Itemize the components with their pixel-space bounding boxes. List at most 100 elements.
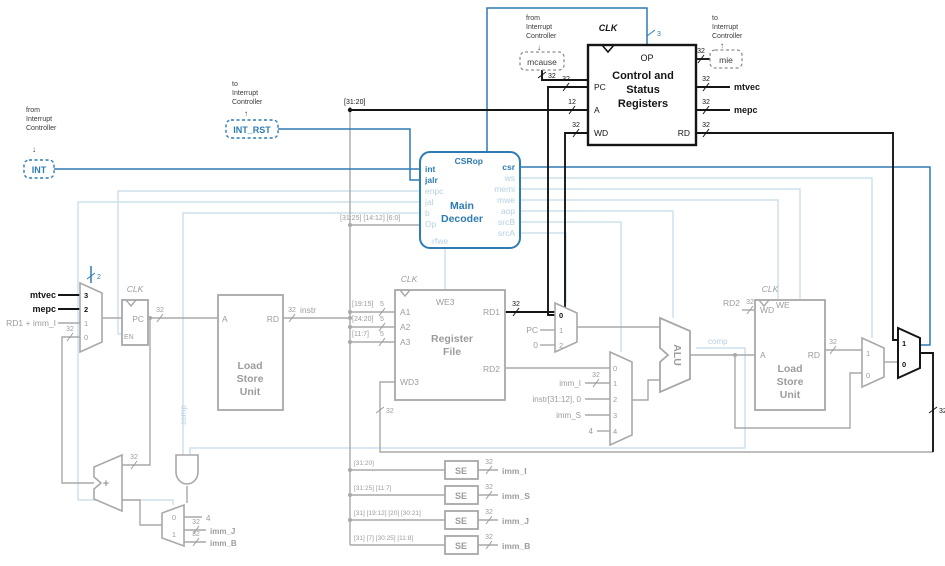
wire-width-slash <box>537 71 547 79</box>
lsu2-title-line2: Store <box>777 376 804 388</box>
regfile-port-a1: A1 <box>400 307 411 317</box>
result-mux <box>861 336 885 389</box>
wire-width-label: 32 <box>288 307 296 314</box>
wire-width-slash <box>288 313 296 323</box>
wire-alu-bypass <box>734 355 862 429</box>
wire-width-slash <box>378 337 386 347</box>
decoder-port-jalr: jalr <box>424 175 438 185</box>
se4-out-label: imm_B <box>502 541 530 551</box>
lsu1-title-line2: Store <box>237 373 264 385</box>
junction-dot <box>348 493 352 497</box>
lsu1-port-rd: RD <box>267 314 279 324</box>
wire-enpc <box>117 190 420 335</box>
bmux-input-4: 4 <box>613 427 617 436</box>
wire-smallmux-out <box>122 499 162 526</box>
int-io-group: from Interrupt Controller ↓ INT <box>26 107 57 175</box>
wire-width-slash <box>702 105 710 115</box>
junction-dot <box>148 316 152 320</box>
wire-width-label: 32 <box>512 301 520 308</box>
branch-and-gate <box>175 454 199 485</box>
decoder-port-int: int <box>425 164 436 174</box>
decoder-port-op: Op <box>425 219 437 229</box>
int-direction-line1: from <box>26 107 40 114</box>
int-signal-label: INT <box>32 165 47 175</box>
mcause-direction-line1: from <box>526 15 540 22</box>
lsu2-port-a: A <box>760 350 766 360</box>
wire-width-slash <box>572 128 580 138</box>
load-store-unit-left-block <box>217 294 284 411</box>
wire-mwe <box>520 199 779 300</box>
wire-width-slash <box>156 313 164 323</box>
regfile-port-rd2: RD2 <box>483 364 500 374</box>
int-rst-box <box>225 119 279 139</box>
bmux-immS-label: imm_S <box>556 411 581 420</box>
se2-out-label: imm_S <box>502 491 530 501</box>
wire-width-slash <box>702 128 710 138</box>
regfile-slice-a3: [11:7] <box>352 331 369 338</box>
wire-width-label: 32 <box>746 299 754 306</box>
int-direction-line3: Controller <box>26 125 57 132</box>
mie-io-group: to Interrupt Controller ↑ mie <box>712 15 743 65</box>
regfile-slice-a1: [19:15] <box>352 301 373 308</box>
pcsel-mepc-label: mepc <box>32 304 56 314</box>
wire-width-label: 32 <box>130 454 138 461</box>
lsu1-port-a: A <box>222 314 228 324</box>
csr-port-op: OP <box>640 53 653 63</box>
wire-width-slash <box>66 332 74 342</box>
main-decoder-block <box>419 151 521 249</box>
wire-width-slash <box>485 465 493 475</box>
junction-dots <box>148 107 737 522</box>
se1-label: SE <box>455 466 467 476</box>
wire-width-slash <box>646 29 656 37</box>
csr-addr-slice-label: [31:20] <box>344 99 365 106</box>
mie-direction-line3: Controller <box>712 33 743 40</box>
incmux-input-0: 0 <box>172 513 176 522</box>
mcause-direction-line3: Controller <box>526 33 557 40</box>
wire-width-slash <box>485 490 493 500</box>
sign-extend-labels: [31:20] [31:25] [11:7] [31] [19:12] [20]… <box>354 460 530 551</box>
wire-adder-in1 <box>122 318 151 466</box>
junction-dot <box>348 468 352 472</box>
wire-jal <box>77 201 420 505</box>
int-direction-line2: Interrupt <box>26 116 52 123</box>
int-rst-direction-line1: to <box>232 81 238 88</box>
regfile-port-wd3: WD3 <box>400 377 419 387</box>
wire-ws <box>520 177 873 338</box>
mcause-io-group: from Interrupt Controller ↓ mcause <box>526 15 557 67</box>
lsu2-port-we: WE <box>776 300 790 310</box>
srcb-mux-labels: 0 1 2 3 4 imm_I instr[31:12], 0 imm_S 4 <box>533 364 618 436</box>
se-block-4 <box>444 535 479 555</box>
mie-signal-label: mie <box>719 55 733 65</box>
wire-width-label: 32 <box>702 122 710 129</box>
wire-csr-select <box>520 166 931 346</box>
int-rst-arrow-icon: ↑ <box>244 109 248 118</box>
se2-label: SE <box>455 491 467 501</box>
instr-bus-label: instr <box>300 305 316 315</box>
csr-port-pc: PC <box>594 82 606 92</box>
srcb-mux <box>609 350 633 447</box>
csr-title-line1: Control and <box>612 70 674 82</box>
interrupt-wires <box>54 7 931 346</box>
wire-width-slash <box>592 378 600 388</box>
lsu2-title-line1: Load <box>777 363 802 375</box>
lsu1-title-line3: Unit <box>240 386 261 398</box>
pcreg-clk-label: CLK <box>127 284 144 294</box>
main-decoder-labels: CSRop int jalr enpc jal b Op csr ws memi… <box>340 156 516 246</box>
bmux-input-3: 3 <box>613 411 617 420</box>
decoder-port-ws: ws <box>504 173 515 183</box>
csr-title-line3: Registers <box>618 98 668 110</box>
junction-dot <box>348 310 352 314</box>
wire-width-slash <box>86 272 96 280</box>
wire-width-label: 32 <box>548 73 556 80</box>
srca-mux <box>554 301 578 354</box>
result-mux-input-0: 0 <box>866 371 870 380</box>
lsu-right-labels: CLK WE WD A RD RD2 Load Store Unit <box>723 284 820 401</box>
pc-select-labels: mtvec mepc RD1 + imm_I 3 2 1 0 <box>6 290 88 342</box>
lsu-left-labels: A RD Load Store Unit instr [31:20] <box>222 99 365 398</box>
alu-comp-label: comp <box>708 337 728 346</box>
csr-clk-label: CLK <box>599 23 619 33</box>
wire-width-slash <box>697 54 705 64</box>
register-file-labels: CLK WE3 A1 A2 A3 WD3 RD1 RD2 Register Fi… <box>352 274 500 387</box>
wire-width-label: 32 <box>702 76 710 83</box>
mcause-arrow-icon: ↓ <box>537 43 541 52</box>
